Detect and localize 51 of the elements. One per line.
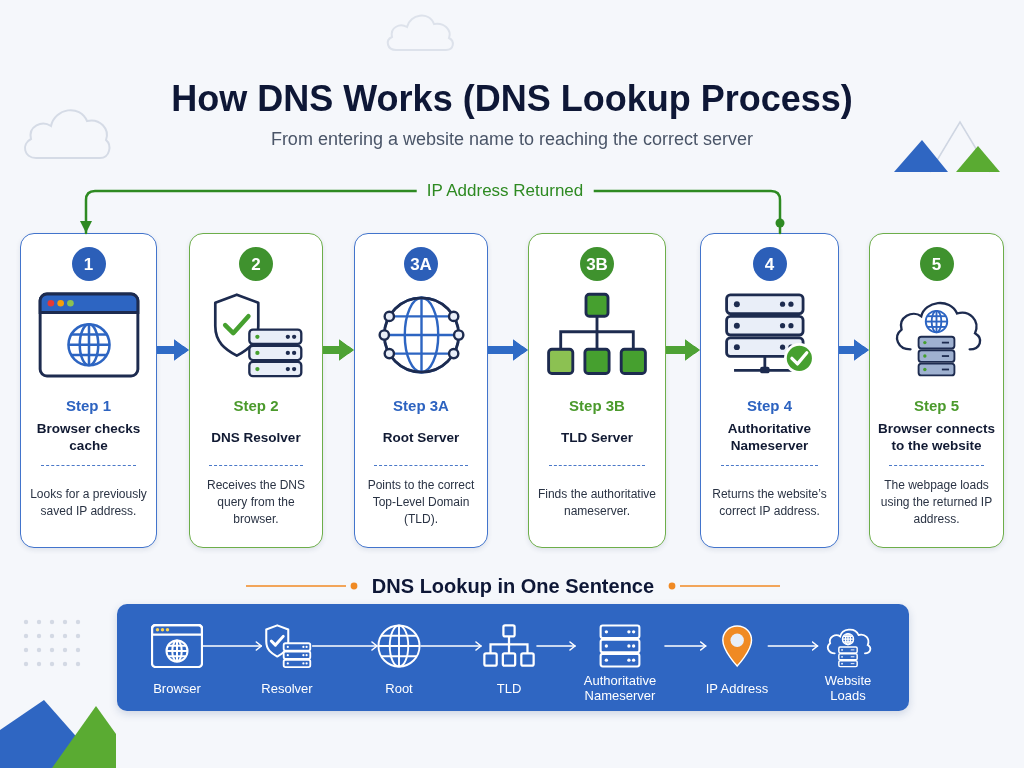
step-card [869, 233, 1004, 548]
step-title: Browser checks cache [35, 420, 142, 454]
step-name: TLD [496, 680, 522, 696]
step-label: Step 3A [393, 397, 449, 415]
step-name: Root [385, 680, 413, 696]
step-label: Step 3B [569, 397, 625, 415]
step-description: The webpage loads using the returned IP address. [879, 477, 994, 528]
step-name: Browser [153, 680, 201, 696]
step-label: Step 1 [66, 397, 111, 415]
step-card [700, 233, 839, 548]
step-number-badge: 1 [71, 247, 106, 281]
arrow [488, 339, 528, 361]
step-title: TLD Server [561, 428, 633, 446]
arrow [202, 641, 263, 651]
arrow [839, 339, 869, 361]
step-card [354, 233, 488, 548]
step-card [528, 233, 666, 548]
step-description: Receives the DNS query from the browser. [205, 477, 306, 528]
step-name: IP Address [705, 680, 769, 696]
arrow [666, 339, 700, 361]
arrow [536, 641, 576, 651]
arrow [323, 339, 354, 361]
arrow [311, 641, 378, 651]
step-number-badge: 5 [919, 247, 954, 281]
step-number-badge: 4 [752, 247, 787, 281]
step-label: Step 4 [747, 397, 792, 415]
step-card [189, 233, 323, 548]
step-name: Resolver [261, 680, 313, 696]
step-description: Returns the website’s correct IP address. [711, 485, 828, 520]
arrow [767, 641, 819, 651]
section-heading: DNS Lookup in One Sentence [370, 574, 656, 599]
step-number-badge: 3B [580, 247, 614, 281]
step-number-badge: 3A [404, 247, 438, 281]
step-description: Points to the correct Top-Level Domain (TLD). [366, 477, 476, 528]
subtitle: From entering a website name to reaching the correct server [270, 128, 754, 150]
step-label: Step 2 [233, 397, 279, 415]
step-description: Finds the authoritative nameserver. [536, 485, 658, 520]
step-label: Step 5 [914, 397, 959, 415]
page-title: How DNS Works (DNS Lookup Process) [171, 78, 853, 120]
step-title: Browser connects to the website [876, 420, 996, 454]
step-number-badge: 2 [239, 247, 273, 281]
step-title: Authoritative Nameserver [726, 420, 813, 454]
arrow [420, 641, 482, 651]
arrow [664, 641, 707, 651]
step-name: Authoritative Nameserver [582, 673, 658, 703]
step-card [20, 233, 157, 548]
arrow [157, 339, 189, 361]
step-description: Looks for a previously saved IP address. [29, 485, 148, 520]
step-title: DNS Resolver [211, 428, 301, 446]
step-title: Root Server [382, 428, 460, 446]
step-name: Website Loads [823, 673, 873, 703]
